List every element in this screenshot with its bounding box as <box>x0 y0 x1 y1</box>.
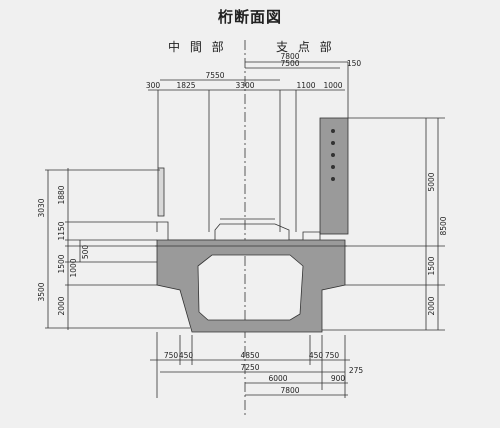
dim-label: 500 <box>81 245 90 260</box>
dim-label: 7250 <box>240 363 259 372</box>
deck-outline <box>156 221 321 241</box>
dim-label: 8500 <box>439 216 448 235</box>
bolt-hole <box>330 152 335 157</box>
bolt-hole <box>330 140 335 145</box>
dim-label: 1500 <box>427 256 436 275</box>
dim-label: 900 <box>331 374 346 383</box>
dim-label: 6000 <box>268 374 287 383</box>
dim-label: 1150 <box>57 221 66 240</box>
dim-label: 7800 <box>280 52 299 61</box>
dim-label: 275 <box>349 366 364 375</box>
dim-label: 2000 <box>57 296 66 315</box>
dim-label: 3300 <box>235 81 254 90</box>
dim-label: 750 <box>164 351 179 360</box>
dim-label: 1500 <box>57 254 66 273</box>
dim-label: 4850 <box>240 351 259 360</box>
dim-label: 3500 <box>37 282 46 301</box>
dim-label: 1100 <box>296 81 315 90</box>
dim-label: 450 <box>309 351 324 360</box>
dim-label: 2000 <box>427 296 436 315</box>
bolt-hole <box>330 176 335 181</box>
dim-label: 7550 <box>205 71 224 80</box>
section-label-middle: 中 間 部 <box>168 40 227 54</box>
box-girder <box>156 239 346 333</box>
end-wall <box>319 117 349 235</box>
dim-label: 7500 <box>280 59 299 68</box>
dim-label: 5000 <box>427 172 436 191</box>
dim-label: 1880 <box>57 185 66 204</box>
dim-label: 3030 <box>37 198 46 217</box>
dim-label: 7800 <box>280 386 299 395</box>
dim-label: 1000 <box>69 258 78 277</box>
dim-label: 1825 <box>176 81 195 90</box>
dim-label: 450 <box>179 351 194 360</box>
dim-label: 750 <box>325 351 340 360</box>
parapet-left <box>157 167 165 217</box>
dim-label: 1000 <box>323 81 342 90</box>
drawing-title: 桁断面図 <box>217 8 282 26</box>
bolt-hole <box>330 164 335 169</box>
dim-label: 150 <box>347 59 362 68</box>
section-label-support: 支 点 部 <box>276 40 335 54</box>
dim-label: 300 <box>146 81 161 90</box>
bolt-hole <box>330 128 335 133</box>
